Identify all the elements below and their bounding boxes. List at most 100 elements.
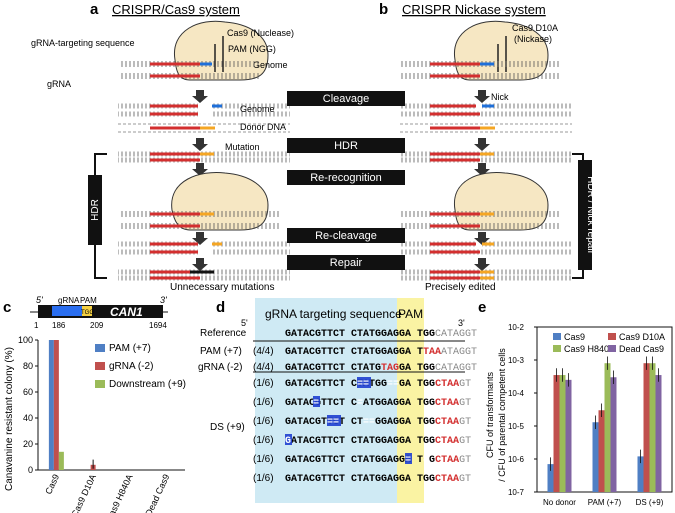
pam-highlight bbox=[397, 298, 424, 503]
c-ytick-label: 80 bbox=[23, 361, 33, 371]
step-re-cleavage: Re-cleavage bbox=[315, 230, 377, 242]
svg-text:G: G bbox=[285, 436, 291, 447]
e-legend-2: Cas9 H840A bbox=[564, 344, 615, 354]
seq-ds-1: GATACGTTCT CTATGG==GA TGGCTAAGT bbox=[285, 379, 471, 390]
panel-a-letter: a bbox=[90, 1, 99, 18]
e-legend-swatch-3 bbox=[608, 345, 616, 352]
gene-pam-label: PAM bbox=[80, 296, 97, 305]
reference-label: Reference bbox=[200, 328, 247, 339]
e-legend-3: Dead Cas9 bbox=[619, 344, 664, 354]
svg-text:==: == bbox=[327, 417, 339, 428]
c-xtick-label: Dead Cas9 bbox=[143, 473, 171, 513]
e-bar bbox=[655, 375, 662, 492]
e-legend-swatch-2 bbox=[553, 345, 561, 352]
step-labels: Cleavage HDR Re-recognition Re-cleavage … bbox=[287, 91, 405, 270]
panel-d-letter: d bbox=[216, 299, 225, 316]
e-ytick-label: 10-4 bbox=[508, 389, 525, 398]
c-bar bbox=[53, 340, 59, 470]
e-bar bbox=[604, 363, 611, 492]
e-ylabel-2: / CFU of parental competent cells bbox=[497, 348, 507, 482]
gene-three-prime: 3' bbox=[160, 295, 167, 305]
e-bar bbox=[592, 422, 599, 492]
cas9-protein-shape-2 bbox=[171, 171, 269, 231]
e-bar bbox=[637, 456, 644, 492]
gene-tgg-label: TGG bbox=[81, 310, 94, 316]
c-legend-0: PAM (+7) bbox=[109, 343, 151, 354]
svg-text:==: == bbox=[357, 379, 369, 390]
cleaved-genome-a bbox=[118, 103, 290, 117]
c-xtick-label: Cas9 D10A bbox=[69, 473, 98, 513]
c-legend-swatch-2 bbox=[95, 380, 105, 388]
nickase-label: (Nickase) bbox=[514, 34, 552, 44]
pam-plus7-label: PAM (+7) bbox=[200, 346, 242, 357]
panel-b-title: CRISPR Nickase system bbox=[402, 2, 546, 17]
c-legend-swatch-1 bbox=[95, 362, 105, 370]
seq-grna-minus2: GATACGTTCT CTATGTAGGA TGGCATAGGT bbox=[285, 363, 477, 374]
panel-b-letter: b bbox=[379, 1, 388, 18]
e-legend-1: Cas9 D10A bbox=[619, 332, 665, 342]
e-bar bbox=[553, 375, 560, 492]
svg-text:=: = bbox=[313, 398, 319, 409]
count-6: (1/6) bbox=[253, 454, 274, 465]
count-4: (1/6) bbox=[253, 416, 274, 427]
e-ytick-label: 10-6 bbox=[508, 455, 525, 464]
c-xtick-label: Cas9 bbox=[43, 473, 61, 496]
count-0: (4/4) bbox=[253, 346, 274, 357]
e-ylabel-1: CFU of transformants bbox=[485, 371, 495, 458]
donor-dna-b bbox=[400, 123, 572, 133]
grna-header: gRNA targeting sequence bbox=[265, 307, 402, 321]
gene-grna-label: gRNA bbox=[58, 296, 80, 305]
c-ytick-label: 60 bbox=[23, 387, 33, 397]
nicked-genome-b bbox=[400, 103, 572, 117]
gene-pos-209: 209 bbox=[90, 321, 104, 330]
cas9-nickase-shape-2 bbox=[454, 171, 549, 231]
panel-a-title: CRISPR/Cas9 system bbox=[112, 2, 240, 17]
genome-label-2: Genome bbox=[240, 104, 275, 114]
genome-label: Genome bbox=[253, 60, 288, 70]
seq-ds-6: GATACGTTCT CTATGGAGGA TGGCTAAGT bbox=[285, 474, 471, 485]
can1-label: CAN1 bbox=[110, 305, 143, 319]
e-bar bbox=[559, 375, 566, 492]
step-re-recognition: Re-recognition bbox=[310, 172, 382, 184]
nicked-genome-b2 bbox=[400, 241, 572, 255]
e-bar bbox=[649, 363, 656, 492]
grna-minus2-label: gRNA (-2) bbox=[198, 362, 242, 373]
gene-five-prime: 5' bbox=[36, 295, 43, 305]
step-repair: Repair bbox=[330, 257, 363, 269]
grna-label: gRNA bbox=[47, 79, 71, 89]
c-legend-swatch-0 bbox=[95, 344, 105, 352]
grna-targeting-label: gRNA-targeting sequence bbox=[31, 38, 135, 48]
gene-pos-1694: 1694 bbox=[149, 321, 167, 330]
panel-c-letter: c bbox=[3, 299, 11, 316]
step-cleavage: Cleavage bbox=[323, 93, 369, 105]
c-ytick-label: 0 bbox=[28, 465, 33, 475]
e-legend-swatch-1 bbox=[608, 333, 616, 340]
gene-pos-1: 1 bbox=[34, 321, 39, 330]
seq-ds-2: GATACGTTCT C=ATGGAGGA TGGCTAAGT bbox=[285, 398, 471, 409]
svg-text:=: = bbox=[405, 455, 411, 466]
seq-ds-5: GATACGTTCT CTATGGAGGA T=GCTAAGT bbox=[285, 455, 471, 466]
e-ytick-label: 10-7 bbox=[508, 488, 525, 497]
unnecessary-mutations-label: Unnecessary mutations bbox=[170, 282, 275, 293]
seq-five-prime: 5' bbox=[241, 318, 248, 328]
dna-strand-b2 bbox=[400, 211, 560, 229]
nick-label: Nick bbox=[491, 92, 509, 102]
dna-strand-a1 bbox=[120, 61, 260, 79]
c-ylabel: Canavanine resistant colony (%) bbox=[4, 347, 15, 491]
e-bar bbox=[598, 410, 605, 492]
e-ytick-label: 10-2 bbox=[508, 323, 525, 332]
c-ytick-label: 40 bbox=[23, 413, 33, 423]
recleaved-genome-a bbox=[118, 241, 290, 255]
c-bar bbox=[48, 340, 54, 470]
e-ytick-label: 10-5 bbox=[508, 422, 525, 431]
dna-strand-a2 bbox=[120, 211, 280, 229]
e-bar bbox=[643, 363, 650, 492]
count-2: (1/6) bbox=[253, 378, 274, 389]
seq-three-prime: 3' bbox=[458, 318, 465, 328]
repaired-genome-a bbox=[118, 269, 290, 281]
e-bar bbox=[547, 464, 554, 492]
step-hdr: HDR bbox=[334, 140, 358, 152]
